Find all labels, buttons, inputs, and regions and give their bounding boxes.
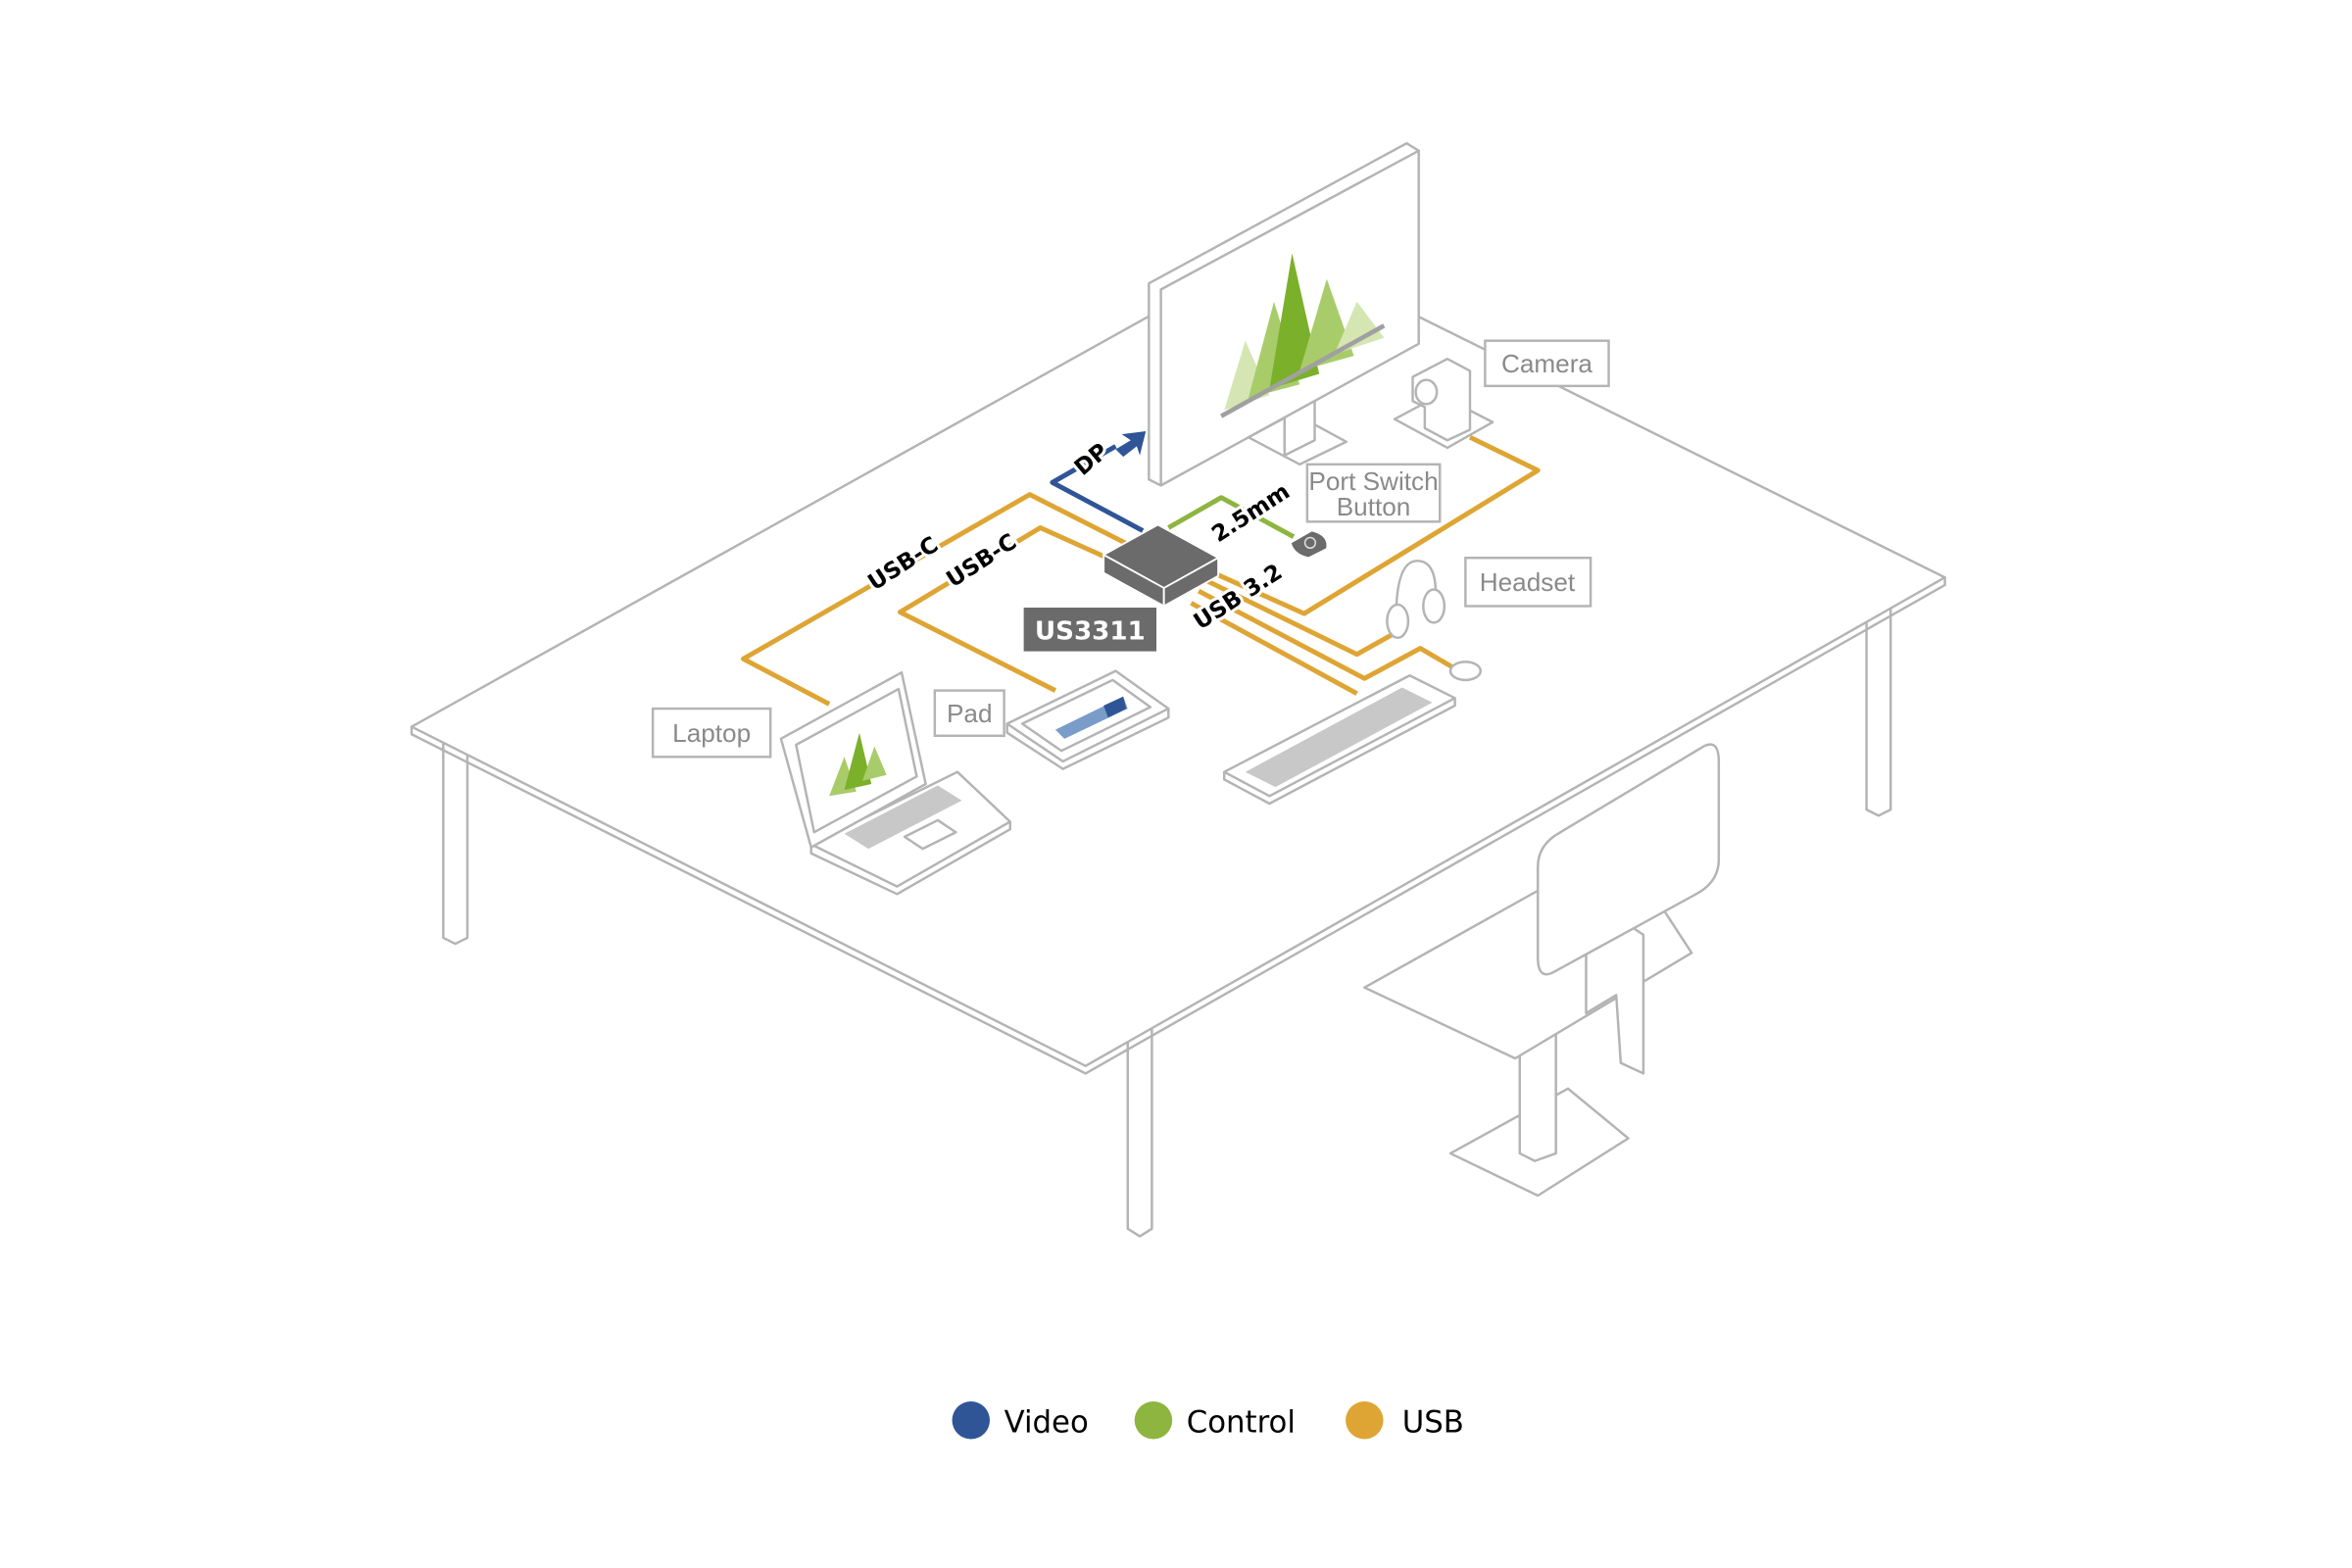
laptop-callout: Laptop <box>651 707 772 759</box>
tablet <box>1005 669 1170 770</box>
control-swatch-icon <box>1134 1401 1173 1440</box>
legend-label-usb: USB <box>1402 1405 1464 1441</box>
headset-cable <box>1204 578 1396 658</box>
pad-callout: Pad <box>933 689 1005 737</box>
usbc-pad-cable <box>898 525 1135 693</box>
camera <box>1393 357 1494 450</box>
camera-label: Camera <box>1501 349 1592 378</box>
headset <box>1386 560 1446 640</box>
port-switch-label-line2: Button <box>1337 492 1411 521</box>
mouse <box>1448 661 1482 682</box>
monitor <box>1148 141 1420 487</box>
headset-label: Headset <box>1480 567 1576 597</box>
camera-cable <box>1212 434 1541 616</box>
model-label: US3311 <box>1035 616 1146 646</box>
monitor-chart-icon <box>1220 253 1386 418</box>
pad-label: Pad <box>947 699 993 728</box>
legend-item-control: Control <box>1134 1401 1296 1441</box>
us3311-hub <box>1102 523 1220 609</box>
laptop-label: Laptop <box>672 718 751 748</box>
port-switch-label-line1: Port Switch <box>1308 466 1438 496</box>
usb-swatch-icon <box>1346 1401 1384 1440</box>
headset-callout: Headset <box>1464 557 1592 608</box>
dp-arrow-icon <box>1115 431 1147 458</box>
mouse-cable <box>1197 588 1458 681</box>
laptop <box>779 670 1011 896</box>
model-badge <box>1023 608 1156 652</box>
video-swatch-icon <box>952 1401 990 1440</box>
usbc-laptop-cable <box>741 492 1145 707</box>
legend-label-control: Control <box>1187 1405 1296 1441</box>
control-cable <box>1167 495 1296 539</box>
legend: Video Control USB <box>952 1401 1464 1441</box>
dp-cable <box>1050 444 1145 533</box>
camera-callout: Camera <box>1484 339 1610 388</box>
table <box>410 244 1946 1075</box>
keyboard <box>1223 674 1456 806</box>
legend-item-usb: USB <box>1346 1401 1464 1441</box>
cables <box>741 431 1541 707</box>
legend-label-video: Video <box>1004 1405 1089 1441</box>
port-switch-button <box>1290 529 1329 560</box>
table-legs <box>442 602 1892 1238</box>
legend-item-video: Video <box>952 1401 1089 1441</box>
chair <box>1363 743 1721 1198</box>
port-switch-callout: Port Switch Button <box>1305 463 1442 523</box>
keyboard-cable <box>1190 601 1358 696</box>
